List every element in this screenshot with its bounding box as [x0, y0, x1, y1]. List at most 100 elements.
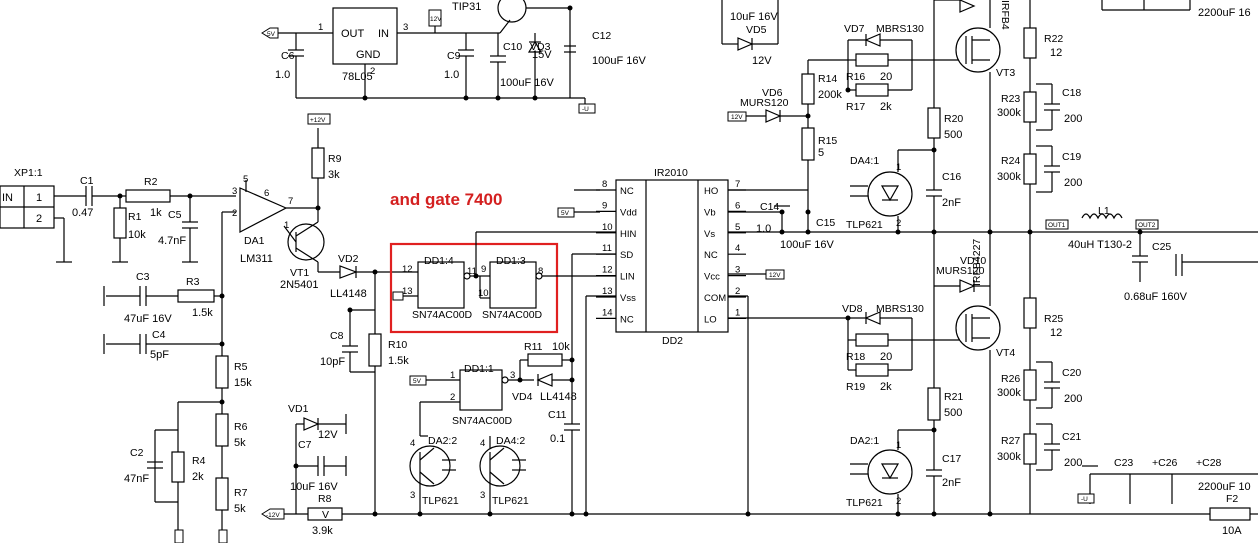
vt3-irf: IRFB4 [999, 0, 1011, 30]
vt4-ref: VT4 [996, 347, 1015, 359]
dd1-3-ref: DD1:3 [496, 255, 526, 267]
neg12-label: -12V [266, 512, 280, 519]
r16-resistor [855, 53, 889, 67]
dd1-4-pin12: 12 [402, 264, 413, 275]
c20-ref: C20 [1062, 367, 1081, 379]
c7-value: 10uF 16V [290, 481, 338, 493]
c15-value: 100uF 16V [780, 239, 834, 251]
driver-pin-name: NC [620, 186, 634, 197]
r21-ref: R21 [944, 391, 963, 403]
da4-1-pin1: 1 [896, 162, 901, 173]
c5-value: 4.7nF [158, 235, 186, 247]
r11-value: 10k [552, 341, 570, 353]
r17-value: 2k [880, 101, 892, 113]
r19-value: 2k [880, 381, 892, 393]
r20-resistor [927, 107, 941, 139]
dd1-1-nand-gate [459, 369, 503, 411]
driver-pin-number: 8 [602, 179, 607, 190]
c14-value: 1.0 [756, 223, 771, 235]
r16-ref: R16 [846, 71, 865, 83]
dd1-1-ref: DD1:1 [464, 363, 494, 375]
r24-resistor [1023, 153, 1037, 185]
ir2010-ref: IR2010 [654, 167, 688, 179]
driver-pin-name: HIN [620, 229, 637, 240]
c10-value: 100uF 16V [500, 77, 554, 89]
r23-resistor [1023, 91, 1037, 123]
r10-ref: R10 [388, 339, 407, 351]
vd5-value: 12V [752, 55, 772, 67]
c23-ref: C23 [1114, 457, 1133, 469]
dd1-1-part: SN74AC00D [452, 415, 513, 427]
da2-1-type: TLP621 [846, 497, 883, 509]
r3-resistor [177, 289, 215, 303]
vd1-ref: VD1 [288, 403, 309, 415]
r24-ref: R24 [1001, 155, 1020, 167]
rail-5v-dd11-label: 5V [413, 378, 422, 385]
out1-tag [1045, 219, 1069, 230]
r6-ref: R6 [234, 421, 248, 433]
r11-resistor [527, 353, 563, 367]
output-section: R22 12 R23 300k C18 200 R24 300k C19 200… [997, 0, 1258, 537]
c1-value: 0.47 [72, 207, 93, 219]
da1-pin5: 5 [243, 174, 248, 185]
vt4-irf: IRFB4227 [971, 239, 983, 286]
r2-value: 1k [150, 207, 162, 219]
r15-value: 5 [818, 147, 824, 159]
vd6-ref: VD6 [762, 87, 783, 99]
regulator-section: 5V OUT IN GND 1 3 2 78L05 C6 1.0 12V C9 … [261, 0, 646, 114]
r15-resistor [801, 127, 815, 161]
reg-in-label: IN [378, 28, 389, 40]
dd1-3-pin10: 10 [478, 288, 489, 299]
da2-1-ref: DA2:1 [850, 435, 879, 447]
vt3-ref: VT3 [996, 67, 1015, 79]
f2-value: 10A [1222, 525, 1242, 537]
r19-resistor [855, 363, 889, 377]
vt4-mosfet [955, 305, 1001, 351]
r27-ref: R27 [1001, 435, 1020, 447]
vd7-ref: VD7 [844, 23, 865, 35]
c15-ref: C15 [816, 217, 835, 229]
r25-resistor [1023, 297, 1037, 329]
r20-value: 500 [944, 129, 962, 141]
f2-ref: F2 [1226, 493, 1238, 505]
r22-resistor [1023, 27, 1037, 59]
bottom-cap-value: 2200uF 10 [1198, 481, 1251, 493]
c5-ref: C5 [168, 209, 182, 221]
vd4-ref: VD4 [512, 391, 533, 403]
c12-value: 100uF 16V [592, 55, 646, 67]
r18-value: 20 [880, 351, 892, 363]
driver-pin-number: 13 [602, 286, 613, 297]
c16-ref: C16 [942, 171, 961, 183]
r27-resistor [1023, 433, 1037, 465]
rail-12v-vcc-tag [765, 269, 785, 280]
driver-pin-name: Vs [704, 229, 715, 240]
vd2-diode [339, 265, 358, 279]
c21-ref: C21 [1062, 431, 1081, 443]
c19-value: 200 [1064, 177, 1082, 189]
r26-resistor [1023, 369, 1037, 401]
r6-value: 5k [234, 437, 246, 449]
r7-resistor [215, 477, 229, 511]
f2-fuse [1209, 507, 1251, 521]
r19-ref: R19 [846, 381, 865, 393]
r26-ref: R26 [1001, 373, 1020, 385]
driver-pin-number: 11 [602, 243, 612, 254]
r8-value: 3.9k [312, 525, 333, 537]
c2-ref: C2 [130, 447, 144, 459]
xp1-ref: XP1:1 [14, 167, 43, 179]
r8-ref: R8 [318, 493, 332, 505]
r10-value: 1.5k [388, 355, 409, 367]
r6-resistor [215, 413, 229, 447]
vd2-type: LL4148 [330, 288, 367, 300]
vd3-value: 15V [532, 49, 552, 61]
dd1-4-ref: DD1:4 [424, 255, 454, 267]
da2-2-pin3: 3 [410, 490, 415, 501]
high-side-section: 10uF 16V VD5 12V VD7 MBRS130 R16 20 R14 … [721, 0, 1015, 235]
dd2-ref: DD2 [662, 335, 683, 347]
c9-value: 1.0 [444, 69, 459, 81]
vd8-type: MBRS130 [876, 303, 924, 315]
driver-pin-name: HO [704, 186, 718, 197]
r27-value: 300k [997, 451, 1021, 463]
